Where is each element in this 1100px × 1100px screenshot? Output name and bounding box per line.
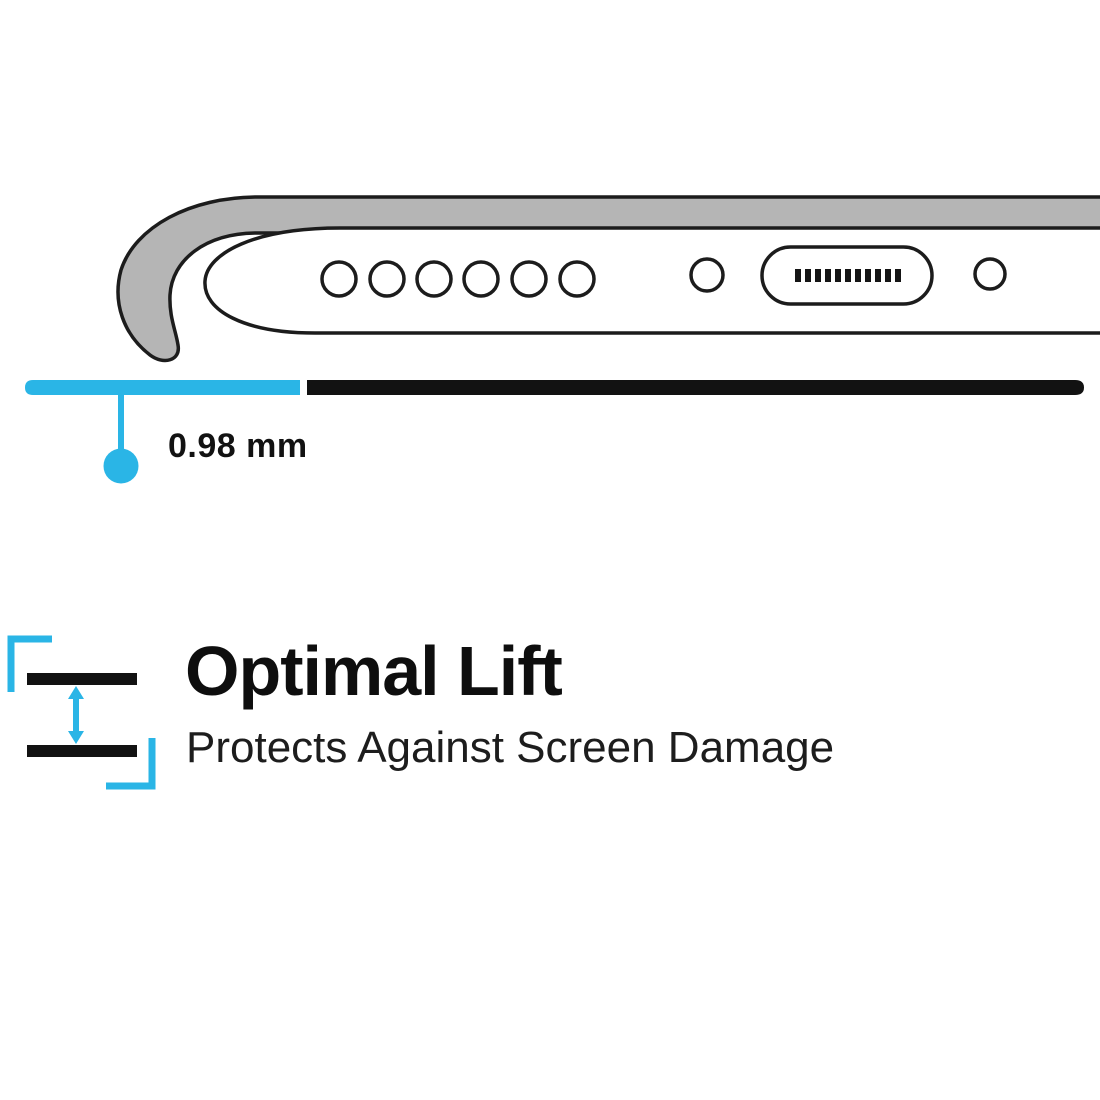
measurement-bar-black bbox=[307, 380, 1084, 395]
port-pin bbox=[825, 269, 831, 282]
port-pin bbox=[835, 269, 841, 282]
speaker-hole bbox=[462, 260, 500, 298]
lift-gap-icon bbox=[7, 635, 156, 790]
speaker-hole bbox=[415, 260, 453, 298]
port-pin bbox=[875, 269, 881, 282]
port-pin bbox=[845, 269, 851, 282]
feature-subtitle: Protects Against Screen Damage bbox=[186, 723, 835, 772]
port-pin bbox=[885, 269, 891, 282]
speaker-hole bbox=[368, 260, 406, 298]
port-pin bbox=[865, 269, 871, 282]
port-pin bbox=[815, 269, 821, 282]
speaker-hole bbox=[558, 260, 596, 298]
double-arrow-icon bbox=[68, 686, 84, 744]
measurement-drop-line bbox=[118, 395, 124, 453]
port-pin bbox=[795, 269, 801, 282]
screw-hole-left bbox=[689, 257, 725, 293]
phone-edge-diagram bbox=[25, 195, 1100, 484]
gap-bar-top bbox=[27, 673, 137, 685]
measurement-label: 0.98 mm bbox=[168, 427, 308, 465]
port-pin bbox=[805, 269, 811, 282]
speaker-holes bbox=[320, 260, 596, 298]
measurement-dot bbox=[103, 448, 139, 484]
port-pin bbox=[855, 269, 861, 282]
measurement-bar-cyan bbox=[25, 380, 300, 395]
screw-hole-right bbox=[973, 257, 1007, 291]
speaker-hole bbox=[510, 260, 548, 298]
feature-title: Optimal Lift bbox=[185, 632, 563, 710]
port-pin bbox=[895, 269, 901, 282]
bracket-top-left-icon bbox=[7, 635, 52, 692]
charging-port-pins bbox=[795, 269, 901, 282]
gap-bar-bottom bbox=[27, 745, 137, 757]
bracket-bottom-right-icon bbox=[106, 738, 156, 790]
speaker-hole bbox=[320, 260, 358, 298]
